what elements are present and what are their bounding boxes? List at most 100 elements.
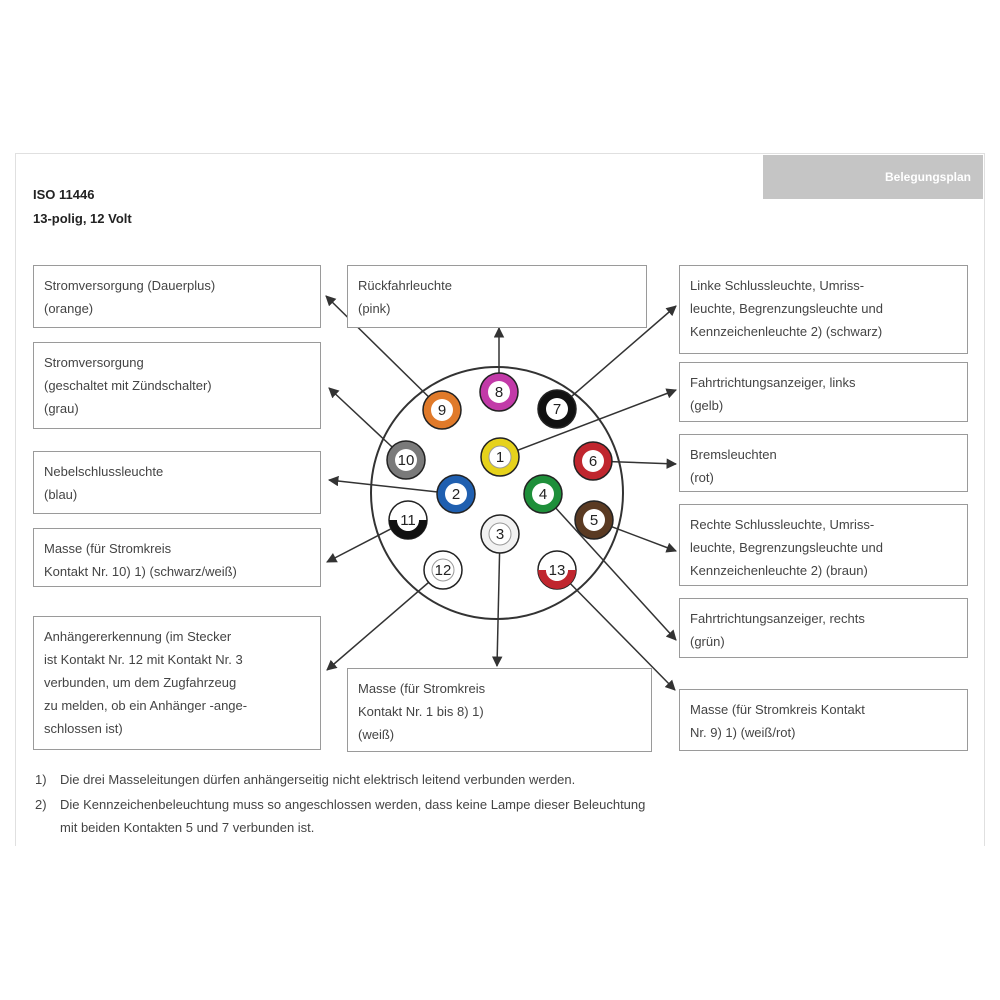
footnote-text: Die drei Masseleitungen dürfen anhängers…	[60, 772, 576, 787]
pin-number: 13	[549, 562, 566, 579]
label-box-blinker-rechts: Fahrtrichtungsanzeiger, rechts (grün)	[679, 598, 968, 658]
label-line: Nr. 9) 1) (weiß/rot)	[690, 725, 796, 740]
pin-1: 1	[480, 437, 520, 477]
pin-6: 6	[573, 441, 613, 481]
label-box-rechts-schluss: Rechte Schlussleuchte, Umriss- leuchte, …	[679, 504, 968, 586]
label-line: leuchte, Begrenzungsleuchte und	[690, 301, 883, 316]
standard-subtitle: 13-polig, 12 Volt	[33, 211, 132, 226]
leader-arrow	[556, 305, 677, 410]
pin-3: 3	[480, 514, 520, 554]
pin-number: 7	[553, 401, 561, 418]
pin-10: 10	[386, 440, 426, 480]
label-line: Kontakt Nr. 10) 1) (schwarz/weiß)	[44, 564, 237, 579]
label-line: Stromversorgung	[44, 355, 144, 370]
pin-center	[546, 559, 568, 581]
label-line: (rot)	[690, 470, 714, 485]
leader-arrow	[499, 388, 677, 458]
pin-stripe	[389, 520, 427, 539]
label-box-dauerplus: Stromversorgung (Dauerplus) (orange)	[33, 265, 321, 328]
pin-center	[488, 381, 510, 403]
label-line: (geschaltet mit Zündschalter)	[44, 378, 212, 393]
leader-arrow	[326, 569, 444, 671]
label-line: (gelb)	[690, 398, 724, 413]
pin-number: 5	[590, 512, 598, 529]
label-line: schlossen ist)	[44, 721, 123, 736]
label-line: Fahrtrichtungsanzeiger, links	[690, 375, 856, 390]
pin-9: 9	[422, 390, 462, 430]
pin-number: 6	[589, 453, 597, 470]
pin-number: 8	[495, 384, 503, 401]
leader-arrow	[542, 493, 677, 641]
label-line: (grau)	[44, 401, 79, 416]
pin-4: 4	[523, 474, 563, 514]
leader-arrow	[556, 569, 676, 691]
pin-number: 3	[496, 526, 504, 543]
pin-center	[582, 450, 604, 472]
label-line: Kennzeichenleuchte 2) (schwarz)	[690, 324, 883, 339]
pin-center	[431, 558, 455, 582]
label-box-links-schluss: Linke Schlussleuchte, Umriss- leuchte, B…	[679, 265, 968, 354]
label-line: Rückfahrleuchte	[358, 278, 452, 293]
label-line: zu melden, ob ein Anhänger -ange-	[44, 698, 248, 713]
pin-center	[488, 522, 512, 546]
pin-7: 7	[537, 389, 577, 429]
footnote-number: 2)	[35, 797, 47, 812]
pin-8: 8	[479, 372, 519, 412]
pin-11: 11	[388, 500, 428, 540]
footnote-2: 2) Die Kennzeichenbeleuchtung muss so ang…	[35, 797, 645, 812]
pin-number: 9	[438, 402, 446, 419]
label-box-nebel: Nebelschlussleuchte (blau)	[33, 451, 321, 514]
footnote-number: 1)	[35, 772, 47, 787]
label-line: Stromversorgung (Dauerplus)	[44, 278, 216, 293]
label-line: Linke Schlussleuchte, Umriss-	[690, 278, 865, 293]
leader-arrow	[327, 475, 457, 495]
label-line: verbunden, um dem Zugfahrzeug	[44, 675, 237, 690]
pin-center	[431, 399, 453, 421]
footnote-text: mit beiden Kontakten 5 und 7 verbunden i…	[60, 820, 315, 835]
standard-title: ISO 11446	[33, 187, 95, 202]
leader-arrow	[491, 533, 503, 668]
label-line: (grün)	[690, 634, 725, 649]
label-box-masse18: Masse (für Stromkreis Kontakt Nr. 1 bis …	[347, 668, 652, 752]
label-line: (orange)	[44, 301, 94, 316]
label-line: Rechte Schlussleuchte, Umriss-	[690, 517, 875, 532]
label-box-anhaenger: Anhängererkennung (im Stecker ist Kontak…	[33, 616, 321, 750]
pin-5: 5	[574, 500, 614, 540]
footnote-2-continued: mit beiden Kontakten 5 und 7 verbunden i…	[35, 820, 314, 835]
label-line: (pink)	[358, 301, 391, 316]
pin-center	[445, 483, 467, 505]
pin-stripe	[538, 570, 576, 589]
label-line: Nebelschlussleuchte	[44, 464, 164, 479]
pin-number: 1	[496, 449, 504, 466]
label-box-rueckfahr: Rückfahrleuchte (pink)	[347, 265, 647, 328]
pin-center	[546, 398, 568, 420]
pin-center	[583, 509, 605, 531]
pin-number: 4	[539, 486, 547, 503]
label-line: Kennzeichenleuchte 2) (braun)	[690, 563, 868, 578]
label-box-masse9: Masse (für Stromkreis Kontakt Nr. 9) 1) …	[679, 689, 968, 751]
label-line: ist Kontakt Nr. 12 mit Kontakt Nr. 3	[44, 652, 243, 667]
label-line: Masse (für Stromkreis	[44, 541, 172, 556]
label-line: Masse (für Stromkreis	[358, 681, 486, 696]
pin-center	[395, 449, 417, 471]
footnote-text: Die Kennzeichenbeleuchtung muss so anges…	[60, 797, 646, 812]
pin-number: 10	[398, 452, 415, 469]
label-line: Masse (für Stromkreis Kontakt	[690, 702, 865, 717]
label-box-masse10: Masse (für Stromkreis Kontakt Nr. 10) 1)…	[33, 528, 321, 587]
pin-12: 12	[423, 550, 463, 590]
pin-number: 2	[452, 486, 460, 503]
label-box-brems: Bremsleuchten (rot)	[679, 434, 968, 492]
pin-number: 12	[435, 562, 452, 579]
label-line: Fahrtrichtungsanzeiger, rechts	[690, 611, 865, 626]
pin-13: 13	[537, 550, 577, 590]
label-line: (blau)	[44, 487, 78, 502]
pin-2: 2	[436, 474, 476, 514]
header-tab: Belegungsplan	[763, 155, 983, 199]
label-line: leuchte, Begrenzungsleuchte und	[690, 540, 883, 555]
leader-arrow	[325, 295, 443, 411]
pin-center	[532, 483, 554, 505]
label-box-blinker-links: Fahrtrichtungsanzeiger, links (gelb)	[679, 362, 968, 422]
pin-number: 11	[400, 512, 416, 529]
label-line: Kontakt Nr. 1 bis 8) 1)	[358, 704, 484, 719]
